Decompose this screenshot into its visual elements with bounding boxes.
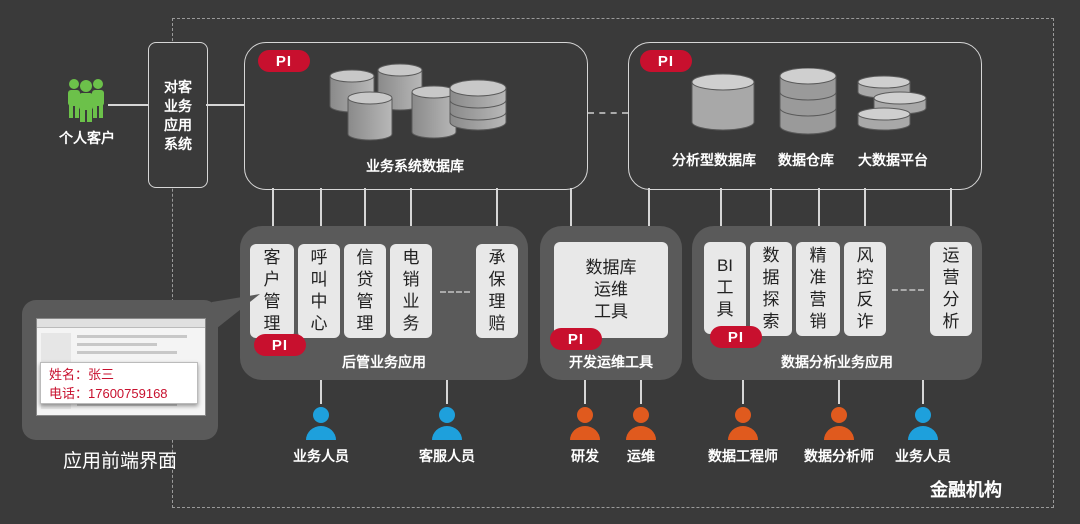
role-label: 运维 — [627, 448, 655, 464]
connector — [496, 188, 498, 244]
institution-boundary — [172, 18, 1054, 508]
app-card-data-explore[interactable]: 数据探索 — [750, 242, 792, 336]
connector — [364, 188, 366, 244]
big-data-platform-label: 大数据平台 — [858, 152, 928, 168]
business-db-label: 业务系统数据库 — [366, 158, 464, 174]
person-icon — [626, 407, 656, 440]
pi-badge: PI — [710, 326, 762, 348]
back-office-group-title: 后管业务应用 — [342, 354, 426, 370]
front-system-box — [148, 42, 208, 188]
app-card-call-center[interactable]: 呼叫中心 — [298, 244, 340, 338]
connector — [570, 188, 572, 244]
pi-badge: PI — [640, 50, 692, 72]
customer-info-popup: 姓名：张三 电话：17600759168 — [40, 362, 198, 404]
data-warehouse-label: 数据仓库 — [778, 152, 834, 168]
app-card-ops-analysis[interactable]: 运营分析 — [930, 242, 972, 336]
app-card-telesales[interactable]: 电销业务 — [390, 244, 432, 338]
connector — [320, 188, 322, 244]
connector — [720, 188, 722, 244]
front-ui-caption: 应用前端界面 — [62, 451, 177, 472]
app-card-db-ops-tool[interactable]: 数据库运维工具 — [554, 242, 668, 338]
connector — [640, 380, 642, 404]
ellipsis-dashed — [892, 289, 924, 291]
role-label: 研发 — [571, 448, 599, 464]
connector — [838, 380, 840, 404]
app-card-precision-marketing[interactable]: 精准营销 — [796, 242, 840, 336]
analytics-db-label: 分析型数据库 — [672, 152, 756, 168]
app-card-credit-mgmt[interactable]: 信贷管理 — [344, 244, 386, 338]
connector — [272, 188, 274, 244]
role-label: 数据工程师 — [708, 448, 778, 464]
data-platform-icons — [691, 68, 927, 135]
role-label: 业务人员 — [895, 448, 951, 464]
front-system-label: 对客 业务 应用 系统 — [164, 79, 192, 152]
popup-phone: 电话：17600759168 — [49, 386, 168, 401]
connector — [864, 188, 866, 244]
app-card-customer-mgmt[interactable]: 客户管理 — [250, 244, 294, 338]
pi-badge: PI — [258, 50, 310, 72]
institution-label: 金融机构 — [930, 480, 1002, 500]
ellipsis-dashed — [440, 291, 470, 293]
connector — [648, 188, 650, 244]
connector — [950, 188, 952, 244]
connector — [446, 380, 448, 404]
pi-badge: PI — [254, 334, 306, 356]
person-icon — [306, 407, 336, 440]
person-icon — [432, 407, 462, 440]
connector — [770, 188, 772, 244]
callout-pointer — [212, 294, 260, 332]
pi-badge: PI — [550, 328, 602, 350]
connector — [818, 188, 820, 244]
person-icon — [570, 407, 600, 440]
role-label: 业务人员 — [293, 448, 349, 464]
popup-name: 姓名：张三 — [49, 367, 115, 382]
analysis-group-title: 数据分析业务应用 — [781, 354, 893, 370]
connector — [584, 380, 586, 404]
connector — [922, 380, 924, 404]
person-group-icon — [68, 79, 104, 122]
role-label: 数据分析师 — [804, 448, 874, 464]
person-icon — [908, 407, 938, 440]
connector-dashed — [588, 112, 628, 114]
customer-label: 个人客户 — [59, 130, 115, 146]
connector — [410, 188, 412, 244]
person-icon — [728, 407, 758, 440]
person-icon — [824, 407, 854, 440]
role-label: 客服人员 — [419, 448, 475, 464]
app-card-claims[interactable]: 承保理赔 — [476, 244, 518, 338]
connector — [206, 104, 244, 106]
app-card-risk-fraud[interactable]: 风控反诈 — [844, 242, 886, 336]
connector — [320, 380, 322, 404]
database-cylinders-icon — [329, 63, 507, 141]
connector — [108, 104, 148, 106]
devops-group-title: 开发运维工具 — [569, 354, 653, 370]
connector — [742, 380, 744, 404]
